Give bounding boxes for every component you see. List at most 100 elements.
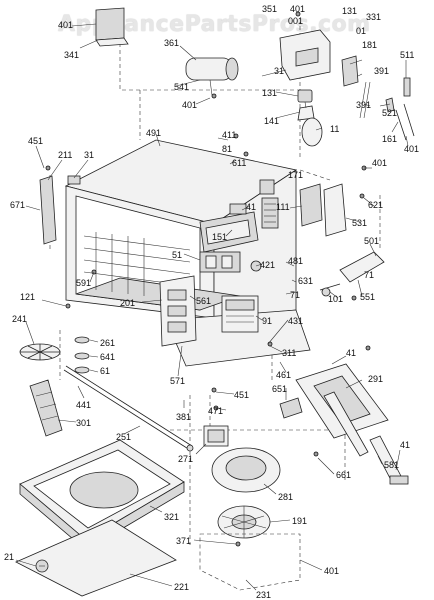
label-51: 51 (172, 250, 182, 260)
fan-motor-271 (203, 425, 229, 447)
label-231: 231 (256, 590, 271, 600)
label-181: 181 (362, 40, 377, 50)
label-191: 191 (292, 516, 307, 526)
bracket-331 (279, 29, 331, 81)
label-41: 41 (346, 348, 356, 358)
label-521: 521 (382, 108, 397, 118)
turntable-coupler-241 (19, 343, 61, 361)
magnetron-91 (221, 295, 259, 333)
label-671: 671 (10, 200, 25, 210)
label-151: 151 (212, 232, 227, 242)
label-41: 41 (246, 202, 256, 212)
label-651: 651 (272, 384, 287, 394)
label-461: 461 (276, 370, 291, 380)
label-321: 321 (164, 512, 179, 522)
label-271: 271 (178, 454, 193, 464)
label-81: 81 (222, 144, 232, 154)
label-641: 641 (100, 352, 115, 362)
parts-171-531 (259, 179, 347, 237)
label-291: 291 (368, 374, 383, 384)
label-01: 01 (356, 26, 366, 36)
label-31: 31 (274, 66, 284, 76)
switch-assembly-51 (199, 251, 262, 273)
label-331: 331 (366, 12, 381, 22)
label-131: 131 (342, 6, 357, 16)
label-301: 301 (76, 418, 91, 428)
mounting-bracket-341 (95, 7, 129, 47)
lamp-assembly (297, 89, 323, 147)
label-241: 241 (12, 314, 27, 324)
label-131: 131 (262, 88, 277, 98)
label-451: 451 (234, 390, 249, 400)
label-371: 371 (176, 536, 191, 546)
label-411: 411 (222, 130, 236, 140)
label-661: 661 (336, 470, 351, 480)
label-111: 111 (276, 202, 290, 212)
label-431: 431 (288, 316, 303, 326)
screw-21 (35, 559, 49, 573)
label-391: 391 (374, 66, 389, 76)
label-251: 251 (116, 432, 131, 442)
duct-231 (199, 533, 301, 591)
label-561: 561 (196, 296, 211, 306)
label-421: 421 (260, 260, 275, 270)
label-591: 591 (76, 278, 91, 288)
label-571: 571 (170, 376, 185, 386)
label-341: 341 (64, 50, 79, 60)
label-401: 401 (182, 100, 197, 110)
label-611: 611 (232, 158, 246, 168)
label-401: 401 (290, 4, 305, 14)
label-361: 361 (164, 38, 179, 48)
label-511: 511 (400, 50, 414, 60)
label-171: 171 (288, 170, 303, 180)
label-401: 401 (58, 20, 73, 30)
fuse-holder-181 (341, 55, 371, 119)
label-001: 001 (288, 16, 303, 26)
label-581: 581 (384, 460, 399, 470)
label-61: 61 (100, 366, 110, 376)
interlock-201 (159, 275, 197, 347)
vent-grille-291 (295, 363, 389, 439)
label-491: 491 (146, 128, 161, 138)
side-bracket-211 (39, 175, 81, 245)
label-631: 631 (298, 276, 313, 286)
label-201: 201 (120, 298, 135, 308)
label-71: 71 (364, 270, 374, 280)
leader-lines (15, 23, 409, 591)
label-401: 401 (404, 144, 419, 154)
label-311: 311 (282, 348, 296, 358)
label-441: 441 (76, 400, 91, 410)
label-531: 531 (352, 218, 367, 228)
label-221: 221 (174, 582, 189, 592)
label-391: 391 (356, 100, 371, 110)
label-401: 401 (372, 158, 387, 168)
label-11: 11 (330, 124, 339, 134)
label-481: 481 (288, 256, 303, 266)
part-labels: 351 401 131 331 001 01 401 341 361 181 3… (4, 4, 419, 600)
small-parts-511-161 (385, 77, 415, 141)
label-101: 101 (328, 294, 343, 304)
control-board-151 (199, 203, 259, 253)
label-501: 501 (364, 236, 379, 246)
label-31: 31 (84, 150, 94, 160)
label-21: 21 (4, 552, 14, 562)
label-211: 211 (58, 150, 72, 160)
label-401: 401 (324, 566, 339, 576)
label-261: 261 (100, 338, 115, 348)
label-71: 71 (290, 290, 300, 300)
roller-parts (74, 336, 90, 374)
label-121: 121 (20, 292, 35, 302)
capacitor-361 (185, 57, 239, 96)
label-451: 451 (28, 136, 43, 146)
rod-251 (63, 365, 194, 452)
label-141: 141 (264, 116, 279, 126)
label-551: 551 (360, 292, 375, 302)
label-621: 621 (368, 200, 383, 210)
label-91: 91 (262, 316, 272, 326)
filter-plate-221 (15, 519, 177, 597)
label-381: 381 (176, 412, 191, 422)
label-471: 471 (208, 406, 223, 416)
bracket-651 (279, 397, 303, 419)
damper-bracket-581 (323, 391, 409, 485)
